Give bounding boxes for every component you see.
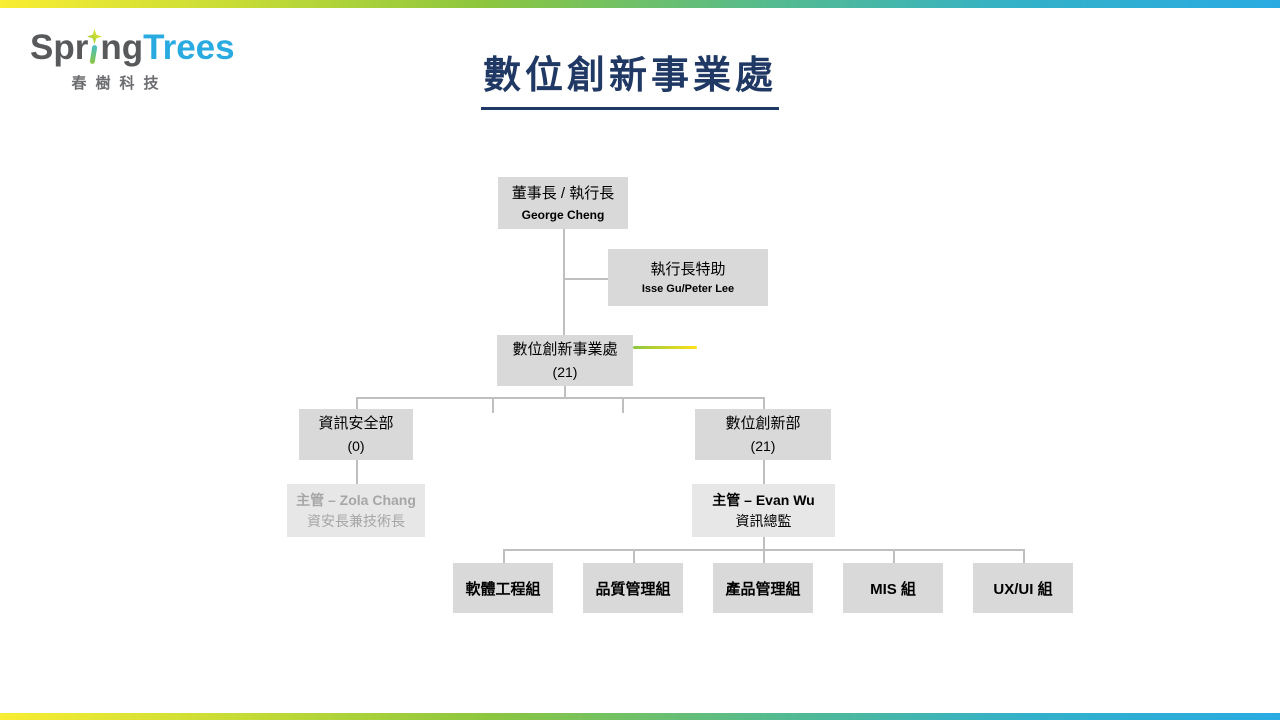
connector-hidden-stub-1 — [492, 397, 494, 413]
node-manager-title: 資訊總監 — [735, 513, 792, 530]
connector-hidden-stub-2 — [622, 397, 624, 413]
connector-security-drop — [356, 397, 358, 410]
company-logo: Spr ng Trees 春樹科技 — [30, 28, 235, 93]
node-headcount: (21) — [750, 437, 776, 454]
org-node-ceo-assistant: 執行長特助 Isse Gu/Peter Lee — [608, 249, 768, 306]
node-title: 資訊安全部 — [318, 415, 394, 433]
org-node-security-dept: 資訊安全部 (0) — [299, 409, 413, 460]
connector-innovation-manager — [763, 460, 765, 484]
top-gradient-bar — [0, 0, 1280, 8]
org-node-team-software-engineering: 軟體工程組 — [453, 563, 553, 613]
connector-division-down — [564, 386, 566, 397]
connector-ceo-division — [563, 229, 565, 335]
connector-departments-horizontal — [356, 397, 764, 399]
connector-team-drop-2 — [633, 549, 635, 563]
node-headcount: (21) — [552, 363, 578, 380]
page-title: 數位創新事業處 — [480, 44, 780, 110]
org-node-team-uxui: UX/UI 組 — [973, 563, 1073, 613]
connector-security-manager — [356, 460, 358, 484]
node-person-name: Isse Gu/Peter Lee — [641, 282, 735, 295]
connector-team-drop-3 — [763, 549, 765, 563]
logo-wordmark: Spr ng Trees — [30, 28, 235, 67]
node-headcount: (0) — [347, 437, 365, 454]
node-person-name: George Cheng — [521, 207, 605, 222]
node-manager-name: 主管 – Zola Chang — [296, 491, 416, 508]
org-node-innovation-dept: 數位創新部 (21) — [695, 409, 831, 460]
logo-text-spring-suffix: ng — [100, 28, 144, 67]
logo-text-spring-prefix: Spr — [30, 28, 89, 67]
org-node-innovation-manager: 主管 – Evan Wu 資訊總監 — [692, 484, 835, 537]
team-label: 品質管理組 — [595, 580, 671, 598]
connector-assistant-branch — [564, 278, 608, 280]
bottom-gradient-bar — [0, 713, 1280, 720]
node-title: 數位創新部 — [725, 415, 801, 433]
connector-manager-teams-down — [763, 537, 765, 549]
team-label: MIS 組 — [870, 580, 916, 598]
node-title: 數位創新事業處 — [512, 341, 618, 359]
team-label: 軟體工程組 — [465, 580, 541, 598]
connector-team-drop-1 — [503, 549, 505, 563]
connector-team-drop-5 — [1023, 549, 1025, 563]
org-node-ceo: 董事長 / 執行長 George Cheng — [498, 177, 628, 229]
org-node-team-mis: MIS 組 — [843, 563, 943, 613]
connector-innovation-drop — [763, 397, 765, 410]
org-node-team-quality-management: 品質管理組 — [583, 563, 683, 613]
logo-text-trees: Trees — [143, 28, 235, 67]
org-node-team-product-management: 產品管理組 — [713, 563, 813, 613]
org-node-security-manager: 主管 – Zola Chang 資安長兼技術長 — [287, 484, 425, 537]
connector-team-drop-4 — [893, 549, 895, 563]
org-node-division: 數位創新事業處 (21) — [497, 335, 633, 386]
node-title: 執行長特助 — [650, 260, 726, 278]
team-label: UX/UI 組 — [993, 580, 1053, 598]
logo-subtitle: 春樹科技 — [71, 75, 168, 92]
node-manager-name: 主管 – Evan Wu — [712, 491, 815, 508]
node-title: 董事長 / 執行長 — [511, 185, 615, 203]
team-label: 產品管理組 — [725, 580, 801, 598]
logo-leaf-stem-icon — [89, 44, 98, 65]
logo-letter-i — [87, 29, 103, 65]
node-manager-title: 資安長兼技術長 — [307, 513, 405, 530]
logo-sparkle-star-icon — [87, 29, 103, 44]
accent-gradient-line — [633, 346, 697, 349]
